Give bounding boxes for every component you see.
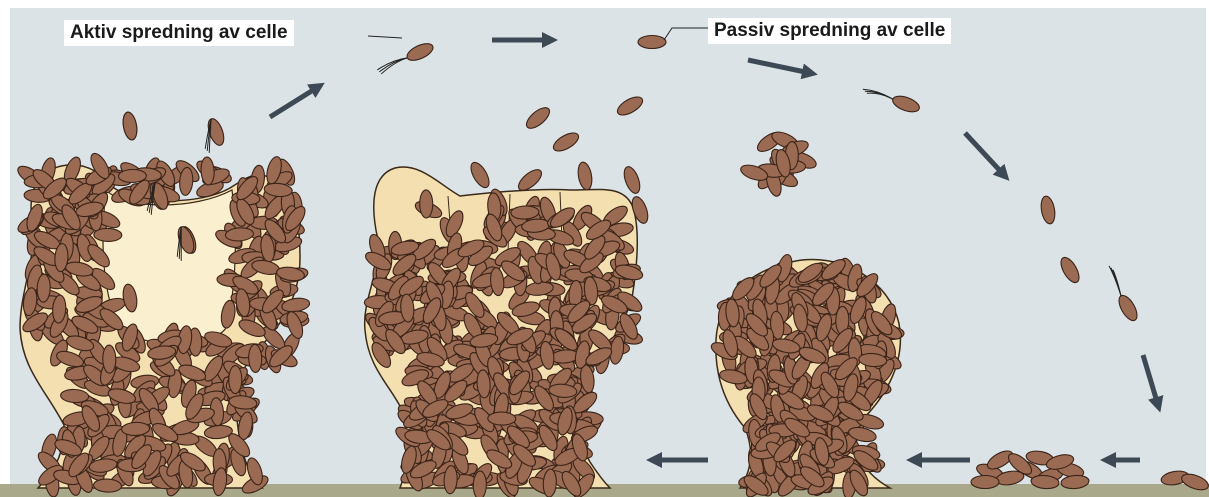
bacterium-cell bbox=[248, 344, 262, 372]
bacterium-cell bbox=[638, 36, 666, 49]
bacterium-cell bbox=[971, 476, 999, 489]
bacterium-cell bbox=[420, 190, 433, 218]
bacterium-cell bbox=[37, 274, 51, 302]
bacterium-cell bbox=[94, 228, 122, 242]
bacterium-cell bbox=[473, 471, 487, 497]
passive-dispersal-label: Passiv spredning av celle bbox=[708, 18, 951, 44]
bacterium-cell bbox=[103, 345, 116, 373]
active-dispersal-label: Aktiv spredning av celle bbox=[64, 20, 294, 46]
bacterium-cell bbox=[488, 412, 516, 426]
bacterium-cell bbox=[229, 366, 242, 394]
